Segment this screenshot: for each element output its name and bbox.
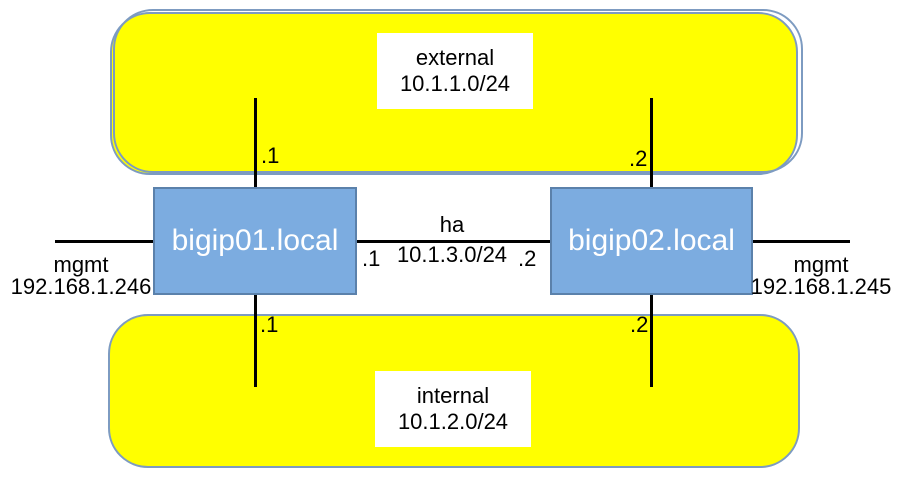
link-external-bigip02 xyxy=(650,98,653,188)
link-ha xyxy=(357,240,550,243)
mgmt-name: mgmt xyxy=(793,252,849,277)
link-external-bigip01 xyxy=(254,98,257,188)
mgmt-ip: 192.168.1.246 xyxy=(10,274,152,299)
link-mgmt-bigip01 xyxy=(55,240,153,243)
interface-label-bigip02-external: .2 xyxy=(629,146,648,171)
network-name: external xyxy=(415,45,495,70)
network-subnet: 10.1.1.0/24 xyxy=(399,71,511,96)
mgmt-ip: 192.168.1.245 xyxy=(750,274,892,299)
internal-network-label: internal 10.1.2.0/24 xyxy=(375,371,531,447)
device-bigip01: bigip01.local xyxy=(153,187,357,295)
link-mgmt-bigip02 xyxy=(753,240,850,243)
mgmt-label-bigip02: mgmt 192.168.1.245 xyxy=(745,254,897,298)
ha-network-subnet: 10.1.3.0/24 xyxy=(396,242,508,267)
link-bigip02-internal xyxy=(650,295,653,387)
mgmt-name: mgmt xyxy=(53,252,109,277)
external-network-label: external 10.1.1.0/24 xyxy=(377,33,533,109)
device-hostname: bigip02.local xyxy=(568,224,735,257)
interface-label-bigip01-external: .1 xyxy=(261,143,280,168)
ha-network-name: ha xyxy=(439,212,465,237)
interface-label-bigip01-internal: .1 xyxy=(260,312,279,337)
network-subnet: 10.1.2.0/24 xyxy=(397,409,509,434)
interface-label-bigip01-ha: .1 xyxy=(362,246,381,271)
device-bigip02: bigip02.local xyxy=(550,187,753,295)
mgmt-label-bigip01: mgmt 192.168.1.246 xyxy=(5,254,157,298)
interface-label-bigip02-internal: .2 xyxy=(630,312,649,337)
device-hostname: bigip01.local xyxy=(171,224,339,257)
network-name: internal xyxy=(416,383,490,408)
interface-label-bigip02-ha: .2 xyxy=(518,246,537,271)
link-bigip01-internal xyxy=(254,295,257,387)
